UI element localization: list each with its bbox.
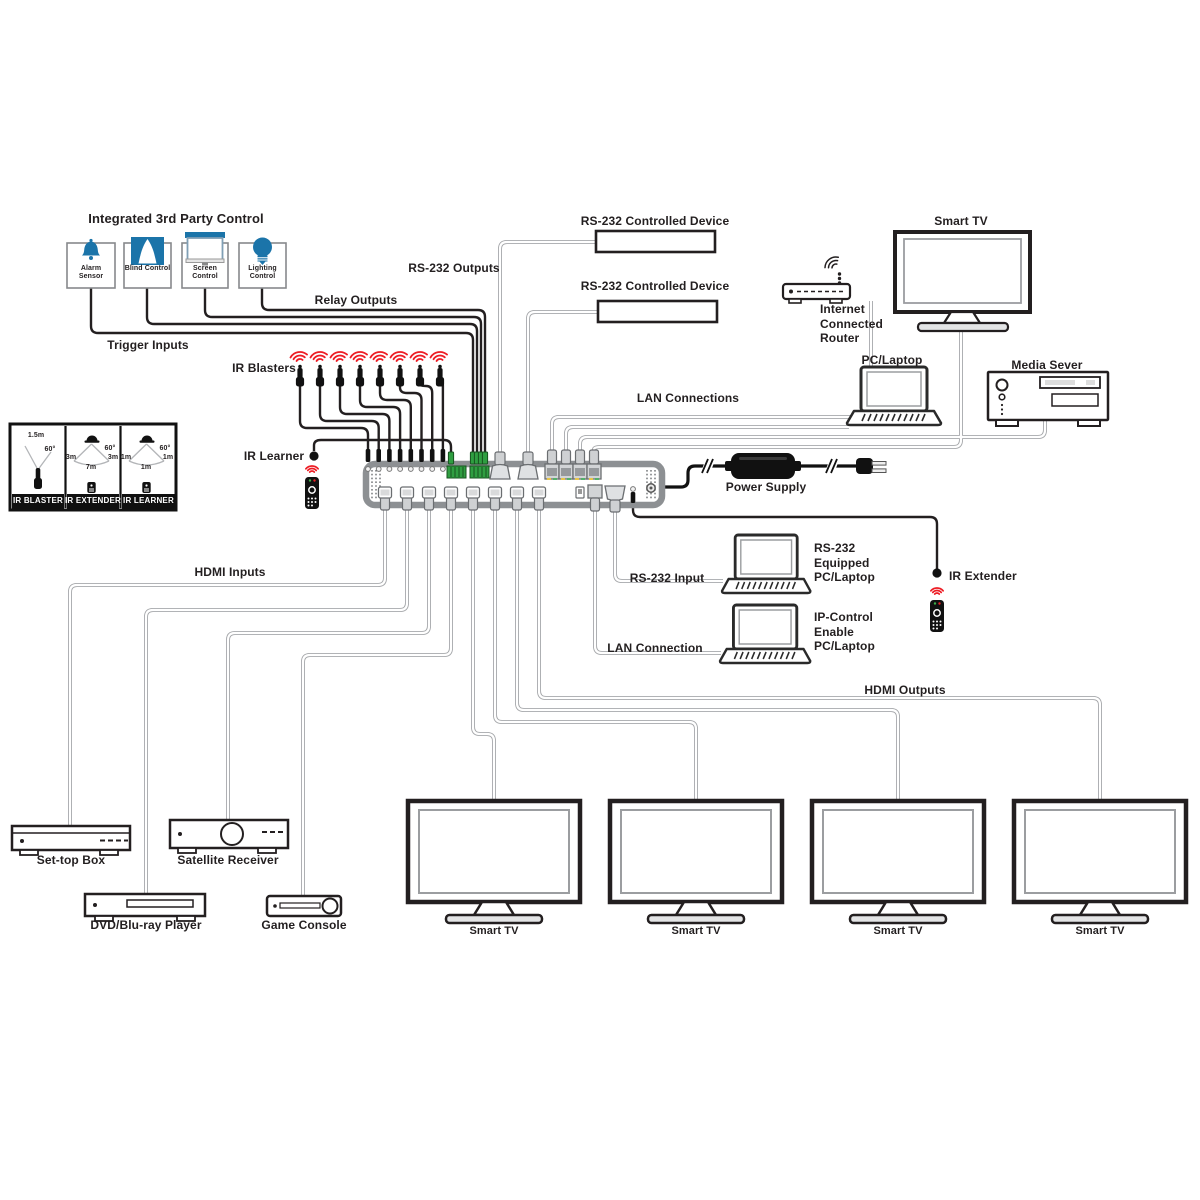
router-icon: [781, 272, 852, 304]
ir-blaster-emitters: [295, 364, 445, 387]
blind-control-label: Blind Control: [124, 265, 171, 272]
connector-ports: [365, 449, 656, 513]
panel-extender-cell: [73, 435, 110, 493]
ir-range-panel: [8, 422, 178, 512]
lan-connection-label: LAN Connection: [607, 641, 703, 655]
learner-bottom-label: 1m: [140, 464, 152, 471]
rs232-device-1-label: RS-232 Controlled Device: [580, 214, 730, 228]
smart-tv-output-4: [1014, 801, 1186, 923]
alarm-sensor-label: Alarm Sensor: [78, 265, 104, 280]
pc-laptop-icon: [845, 365, 943, 427]
learner-left-label: 1m: [120, 454, 132, 461]
extender-right-label: 3m: [107, 454, 119, 461]
smart-tv-top-label: Smart TV: [934, 214, 988, 228]
extender-angle-label: 60°: [104, 445, 116, 452]
extender-bottom-label: 7m: [85, 464, 97, 471]
extender-left-label: 3m: [65, 454, 77, 461]
rs232-controlled-device-box: [596, 299, 719, 324]
smart-tv-output-1: [408, 801, 580, 923]
lighting-control-label: Lighting Control: [248, 265, 277, 280]
matrix-switcher-rear-panel: [362, 449, 666, 513]
panel-learner-cell: [128, 435, 165, 493]
rs232-device-2-label: RS-232 Controlled Device: [580, 279, 730, 293]
learner-angle-label: 60°: [159, 445, 171, 452]
lan-connections-label: LAN Connections: [636, 391, 740, 405]
blaster-angle-label: 60°: [44, 446, 56, 453]
power-supply-unit: [700, 453, 887, 479]
dvd-bluray-label: DVD/Blu-ray Player: [90, 918, 202, 932]
third-party-heading: Integrated 3rd Party Control: [88, 211, 264, 226]
tv-2-label: Smart TV: [671, 925, 721, 937]
alarm-bell-icon: [82, 238, 100, 260]
set-top-box-icon: [10, 824, 132, 856]
ir-learner-bar-title: IR LEARNER: [123, 496, 174, 505]
satellite-receiver-label: Satellite Receiver: [177, 853, 279, 867]
ip-control-pc-laptop-icon: [718, 603, 812, 665]
control-wires: [89, 288, 939, 569]
smart-tv-top: [893, 230, 1032, 333]
power-supply-label: Power Supply: [725, 480, 807, 494]
light-bulb-icon: [253, 237, 272, 265]
ir-blasters-label: IR Blasters: [232, 361, 296, 375]
cable-break-mark: [700, 456, 716, 476]
hdmi-inputs-label: HDMI Inputs: [194, 565, 266, 579]
dvd-bluray-player-icon: [83, 892, 207, 922]
screen-control-label: Screen Control: [192, 265, 218, 280]
rs232-outputs-label: RS-232 Outputs: [408, 261, 500, 275]
signal-cables: [68, 240, 1102, 897]
set-top-box-label: Set-top Box: [36, 853, 106, 867]
blind-curtain-icon: [131, 237, 164, 265]
pc-laptop-label: PC/Laptop: [861, 353, 923, 367]
trigger-inputs-label: Trigger Inputs: [107, 338, 189, 352]
tv-4-label: Smart TV: [1075, 925, 1125, 937]
panel-blaster-cell: [24, 445, 52, 489]
projection-screen-icon: [185, 232, 225, 266]
wall-plug-icon: [856, 458, 887, 474]
rs232-controlled-device-box: [594, 229, 717, 254]
rs232-pc-label: RS-232 Equipped PC/Laptop: [814, 541, 875, 584]
router-label: Internet Connected Router: [820, 302, 883, 345]
cable-break-mark: [824, 456, 840, 476]
media-server-icon: [986, 370, 1110, 427]
terminal-block: [446, 465, 467, 479]
vent-grille: [371, 470, 656, 500]
terminal-block: [469, 465, 490, 479]
rs232-pc-laptop-icon: [720, 533, 812, 595]
ir-extender-device: [930, 568, 944, 632]
ir-extender-bar-title: IR EXTENDER: [65, 496, 121, 505]
game-console-icon: [265, 894, 343, 918]
ir-learner-device: [305, 451, 319, 509]
media-server-label: Media Sever: [1011, 358, 1083, 372]
hdmi-outputs-label: HDMI Outputs: [864, 683, 946, 697]
blaster-range-label: 1.5m: [27, 432, 45, 439]
ir-learner-label: IR Learner: [243, 449, 305, 463]
third-party-control-boxes: [66, 232, 287, 289]
smart-tv-output-2: [610, 801, 782, 923]
smart-tv-output-3: [812, 801, 984, 923]
learner-right-label: 1m: [162, 454, 174, 461]
ir-blaster-bar-title: IR BLASTER: [13, 496, 63, 505]
satellite-receiver-icon: [168, 818, 290, 854]
rs232-input-label: RS-232 Input: [629, 571, 705, 585]
relay-outputs-label: Relay Outputs: [314, 293, 398, 307]
tv-3-label: Smart TV: [873, 925, 923, 937]
tv-1-label: Smart TV: [469, 925, 519, 937]
game-console-label: Game Console: [261, 918, 347, 932]
ip-pc-label: IP-Control Enable PC/Laptop: [814, 610, 875, 653]
antenna-icon: [837, 272, 842, 285]
ir-extender-label: IR Extender: [949, 569, 1017, 583]
